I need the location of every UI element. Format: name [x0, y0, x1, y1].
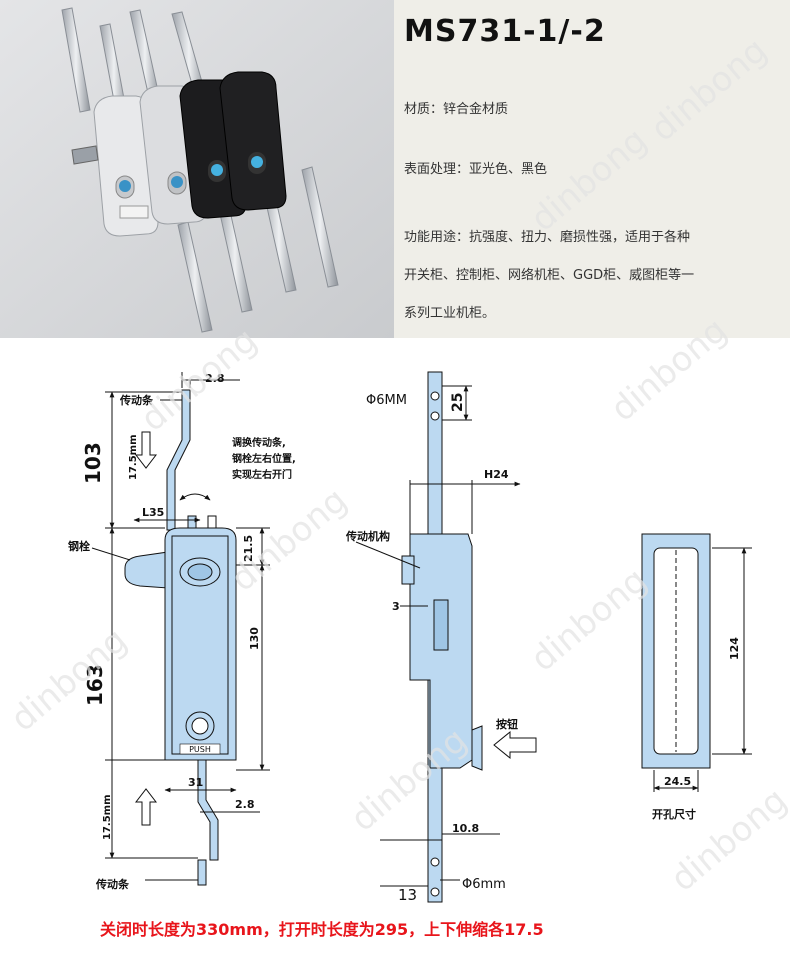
- product-photo-illustration: [0, 0, 394, 338]
- label-cutout: 开孔尺寸: [652, 807, 696, 821]
- dim-hole-top: Φ6MM: [366, 393, 407, 408]
- side-housing: [409, 533, 473, 769]
- spec-panel: MS731-1/-2 材质：锌合金材质 表面处理：亚光色、黑色 功能用途：抗强度…: [394, 0, 790, 338]
- label-mechanism: 传动机构: [345, 529, 390, 543]
- label-bolt: 钢栓: [68, 539, 90, 553]
- dim-21-5: 21.5: [242, 535, 255, 562]
- dim-hole-bottom: Φ6mm: [462, 877, 506, 892]
- push-label: PUSH: [189, 745, 211, 754]
- top-rod: [166, 389, 191, 531]
- side-view-text: Φ6MM 25 H24 传动机构 3 按钮 10.8 13 Φ6mm: [345, 393, 518, 904]
- label-rod-top: 传动条: [119, 393, 154, 407]
- material-text: 材质：锌合金材质: [404, 102, 509, 117]
- dim-lower-length: 163: [83, 664, 107, 706]
- function-line-2: 开关柜、控制柜、网络机柜、GGD柜、威图柜等一: [404, 268, 695, 283]
- dim-stroke-top: 17.5mm: [128, 434, 139, 480]
- adjust-note-3: 实现左右开门: [232, 468, 292, 481]
- adjust-note-2: 钢栓左右位置,: [232, 452, 296, 465]
- dim-130: 130: [248, 627, 261, 650]
- dim-cutout-width: 24.5: [664, 775, 691, 788]
- dim-rod-width-top: 2.8: [205, 372, 225, 385]
- product-photo: [0, 0, 394, 338]
- side-button: [471, 725, 483, 771]
- model-title: MS731-1/-2: [404, 14, 606, 49]
- finish-text: 表面处理：亚光色、黑色: [404, 162, 548, 177]
- dim-pitch-25: 25: [450, 393, 466, 412]
- length-note: 关闭时长度为330mm，打开时长度为295，上下伸缩各17.5: [100, 920, 544, 939]
- label-button: 按钮: [496, 717, 518, 731]
- function-line-1: 功能用途：抗强度、扭力、磨损性强，适用于各种: [404, 230, 691, 245]
- drawing-canvas: PUSH: [68, 371, 752, 904]
- technical-drawing: PUSH: [0, 338, 790, 954]
- dim-cutout-height: 124: [728, 637, 741, 660]
- adjust-note-1: 调换传动条,: [232, 436, 286, 449]
- label-rod-bottom: 传动条: [95, 877, 130, 891]
- dim-stroke-bottom: 17.5mm: [102, 794, 113, 840]
- dim-13: 13: [398, 886, 417, 904]
- dim-h24: H24: [484, 468, 509, 481]
- dim-10-8: 10.8: [452, 822, 479, 835]
- cutout-view: [641, 533, 752, 792]
- front-view: PUSH: [91, 372, 270, 886]
- dim-width-31: 31: [188, 776, 203, 789]
- dim-latch-reach: L35: [142, 506, 164, 519]
- steel-bolt: [124, 551, 169, 589]
- dim-rod-width-bottom: 2.8: [235, 798, 255, 811]
- dim-upper-length: 103: [81, 442, 105, 484]
- bottom-rod: [197, 759, 219, 861]
- dim-3: 3: [392, 600, 400, 613]
- handle-black-2: [219, 71, 287, 211]
- cutout-text: 124 24.5 开孔尺寸: [652, 637, 741, 821]
- front-view-text: 2.8 传动条 103 17.5mm 调换传动条, 钢栓左右位置, 实现左右开门…: [68, 372, 296, 891]
- side-view: [355, 371, 537, 903]
- function-line-3: 系列工业机柜。: [404, 306, 496, 321]
